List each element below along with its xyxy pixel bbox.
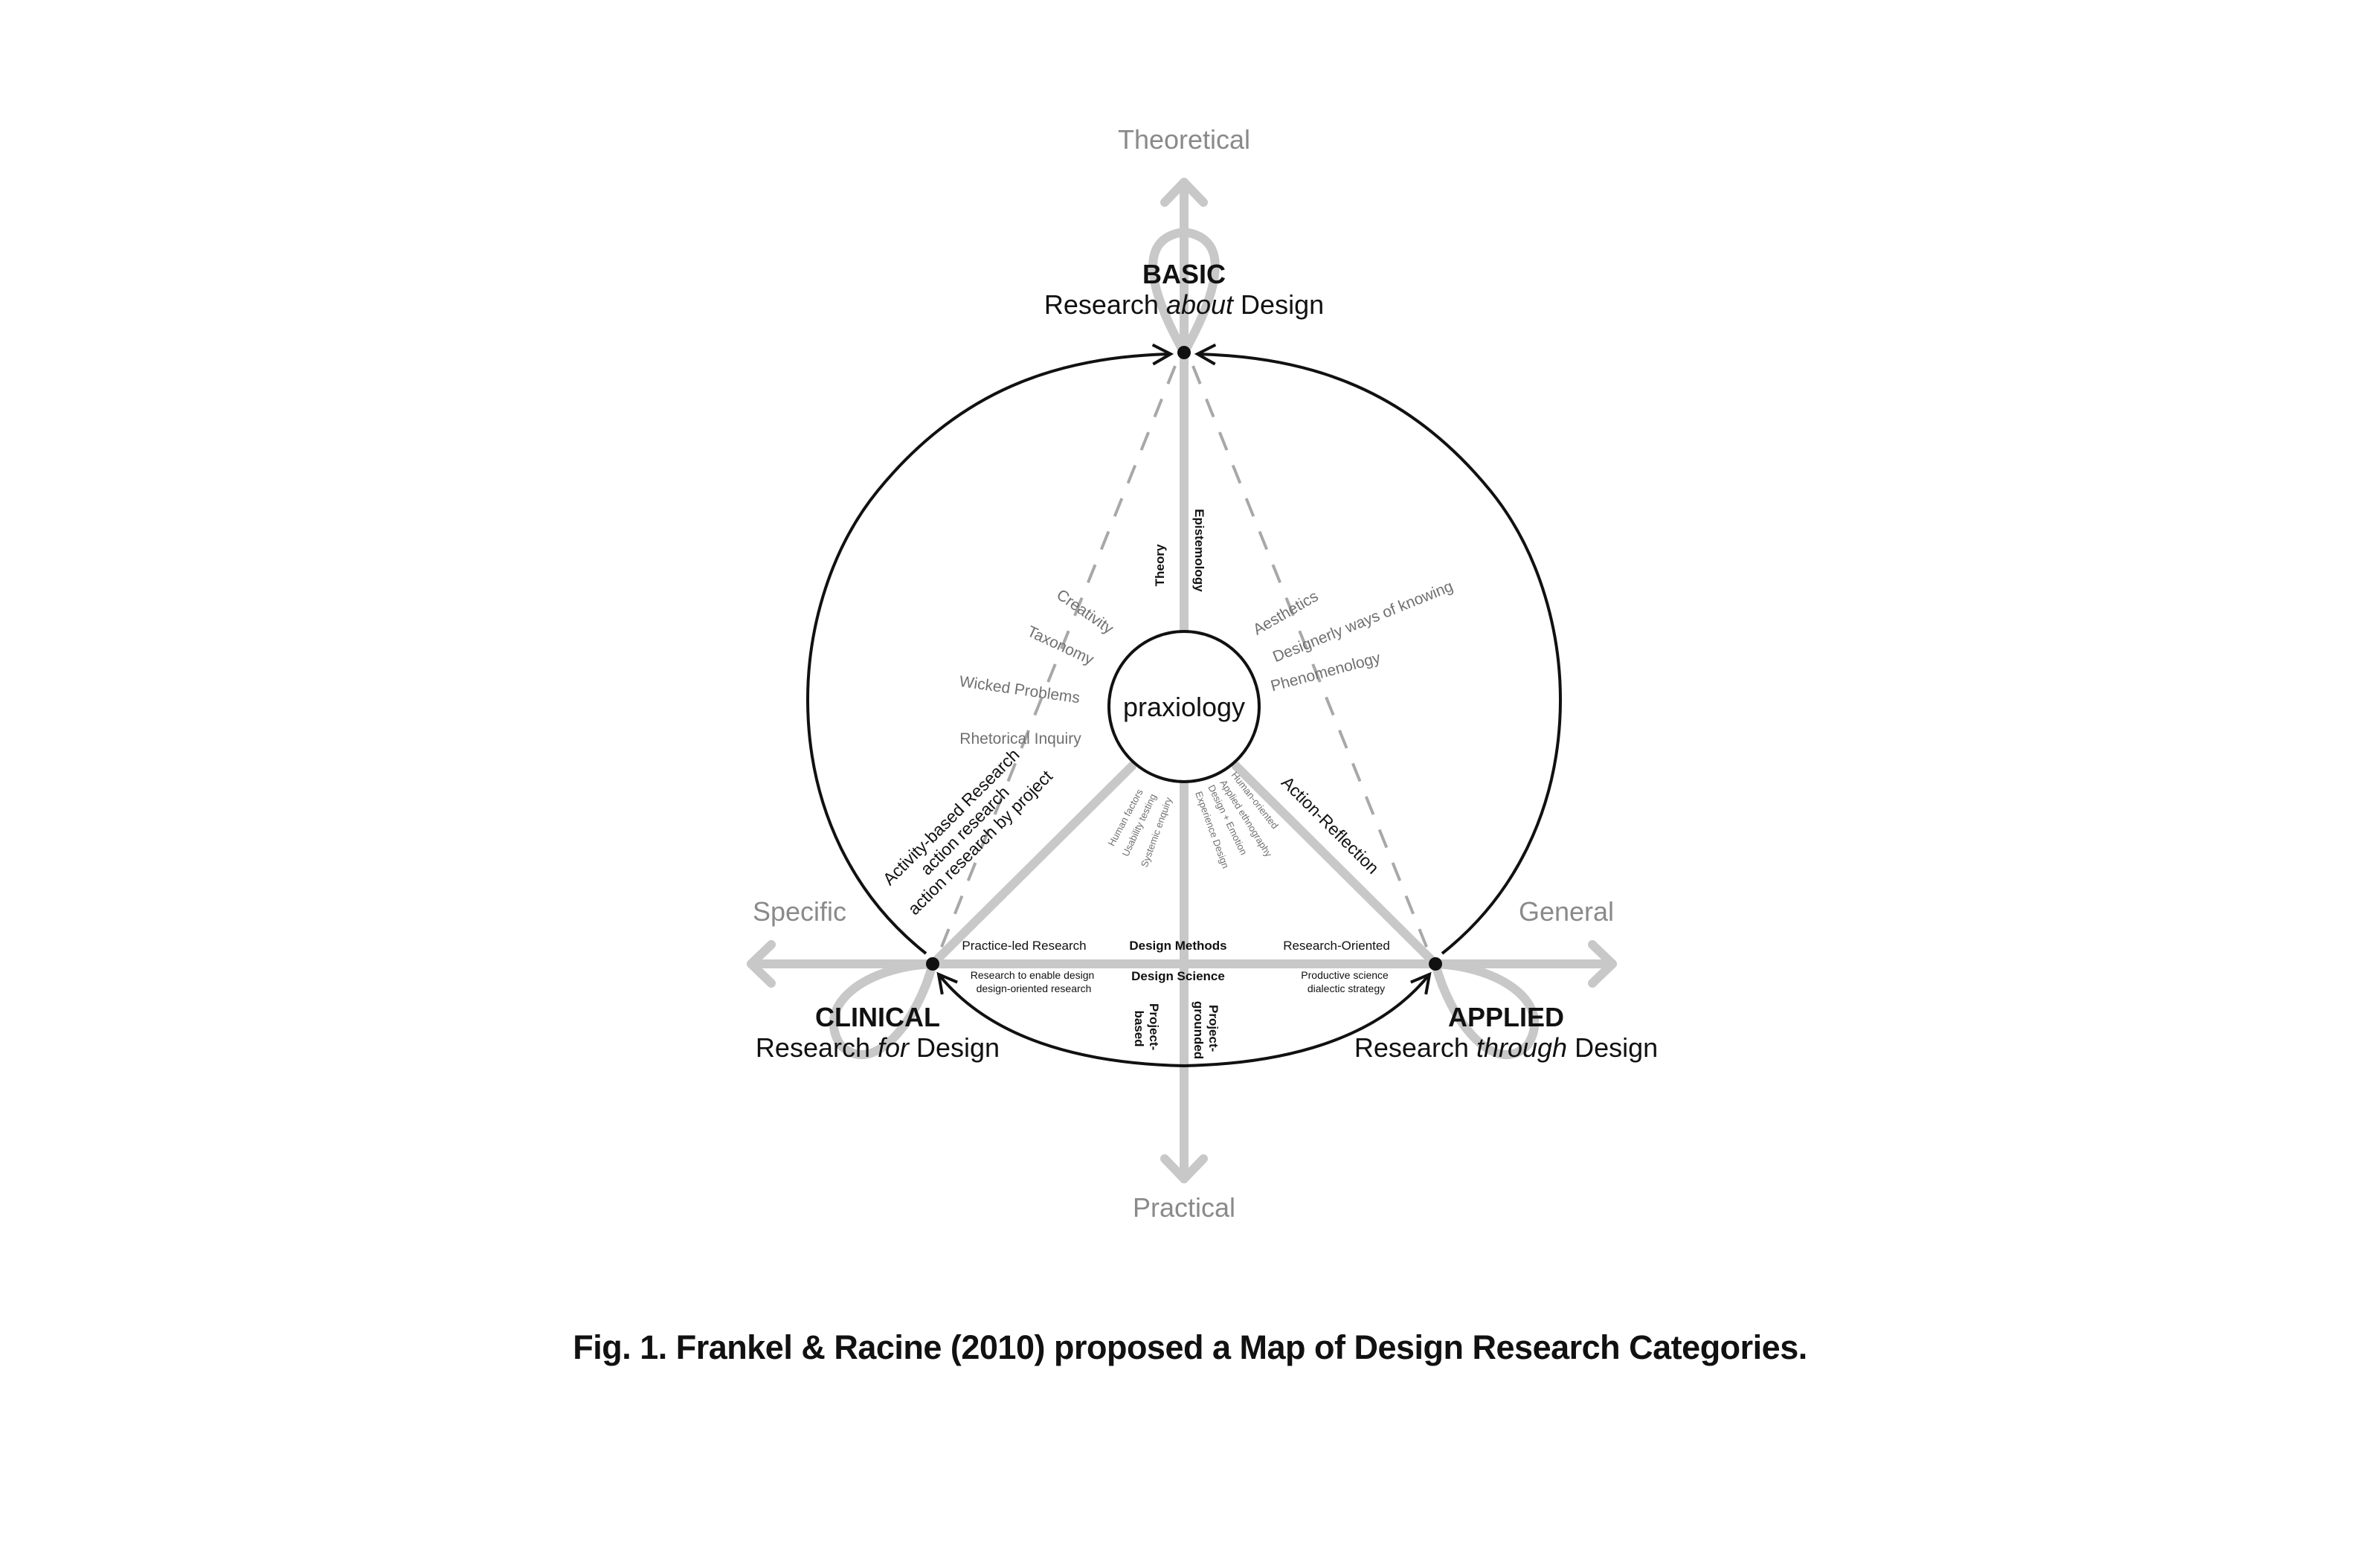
clinical-dot xyxy=(926,957,939,971)
clinical-loop xyxy=(829,959,937,1059)
arc-clinical-to-basic xyxy=(806,354,1171,955)
axis-label-bottom: Practical xyxy=(1133,1192,1235,1223)
arc-applied-to-basic xyxy=(1197,354,1562,955)
clinical-title: CLINICAL xyxy=(815,1002,940,1032)
right-topics: Aesthetics Designerly ways of knowing Ph… xyxy=(1250,578,1456,695)
node-dots xyxy=(926,346,1442,971)
left-topics: Creativity Taxonomy Wicked Problems Rhet… xyxy=(958,586,1116,747)
axis-labels: Theoretical Practical Specific General xyxy=(753,124,1614,1223)
axis-label-left: Specific xyxy=(753,896,846,927)
right-axis-arrowhead xyxy=(1588,940,1617,988)
project-based-label: Project- based xyxy=(1132,1003,1161,1054)
basic-loop xyxy=(1148,228,1220,357)
design-science-label: Design Science xyxy=(1131,969,1225,983)
applied-loop xyxy=(1431,959,1540,1059)
node-labels: BASIC Research about Design CLINICAL Res… xyxy=(756,259,1658,1063)
epistemology-label: Epistemology xyxy=(1192,509,1206,592)
basic-subtitle: Research about Design xyxy=(1044,289,1324,320)
clinical-subtitle: Research for Design xyxy=(756,1032,1000,1063)
research-enable-design-label: Research to enable design design-oriente… xyxy=(971,969,1097,994)
upper-axis-labels: Theory Epistemology xyxy=(1153,509,1206,592)
arc-bottom-to-clinical xyxy=(939,974,1185,1067)
praxiology-label: praxiology xyxy=(1123,692,1245,722)
design-methods-label: Design Methods xyxy=(1129,939,1226,953)
applied-title: APPLIED xyxy=(1448,1002,1564,1032)
axis-label-top: Theoretical xyxy=(1118,124,1250,155)
fan-left-labels: Human factors Usability testing Systemic… xyxy=(1106,787,1174,869)
topic-rhetorical-inquiry: Rhetorical Inquiry xyxy=(959,730,1081,747)
black-arcs xyxy=(806,354,1562,1067)
applied-subtitle: Research through Design xyxy=(1354,1032,1658,1063)
topic-creativity: Creativity xyxy=(1053,586,1116,637)
basic-title: BASIC xyxy=(1142,259,1226,289)
praxiology-circle xyxy=(1107,630,1261,783)
topic-taxonomy: Taxonomy xyxy=(1025,623,1097,669)
research-oriented-label: Research-Oriented xyxy=(1283,939,1390,953)
below-edge-labels: Research to enable design design-oriente… xyxy=(971,969,1391,994)
lower-axis-labels: Project- based Project- grounded xyxy=(1132,1001,1220,1059)
bottom-axis-arrowhead xyxy=(1160,1154,1208,1183)
arc-bottom-to-applied xyxy=(1183,974,1429,1067)
clinical-praxiology-edge xyxy=(928,762,1136,968)
productive-science-label: Productive science dialectic strategy xyxy=(1301,969,1391,994)
left-diagonal-labels: Activity-based Research action research … xyxy=(877,739,1057,919)
basic-dot xyxy=(1177,346,1191,359)
theory-label: Theory xyxy=(1153,544,1167,586)
topic-wicked-problems: Wicked Problems xyxy=(958,673,1081,707)
bottom-edge-labels: Practice-led Research Design Methods Des… xyxy=(962,939,1389,983)
applied-praxiology-edge xyxy=(1232,762,1440,968)
top-axis-arrowhead xyxy=(1160,178,1208,207)
practice-led-label: Practice-led Research xyxy=(962,939,1086,953)
left-axis-arrowhead xyxy=(747,940,776,988)
fan-right-labels: Human-oriented Applied ethnography Desig… xyxy=(1193,770,1281,870)
triangle xyxy=(829,228,1540,1059)
figure-caption: Fig. 1. Frankel & Racine (2010) proposed… xyxy=(573,1328,1807,1366)
axis-label-right: General xyxy=(1519,896,1614,927)
topic-aesthetics: Aesthetics xyxy=(1250,588,1321,638)
project-grounded-label: Project- grounded xyxy=(1191,1001,1220,1059)
applied-dot xyxy=(1429,957,1442,971)
